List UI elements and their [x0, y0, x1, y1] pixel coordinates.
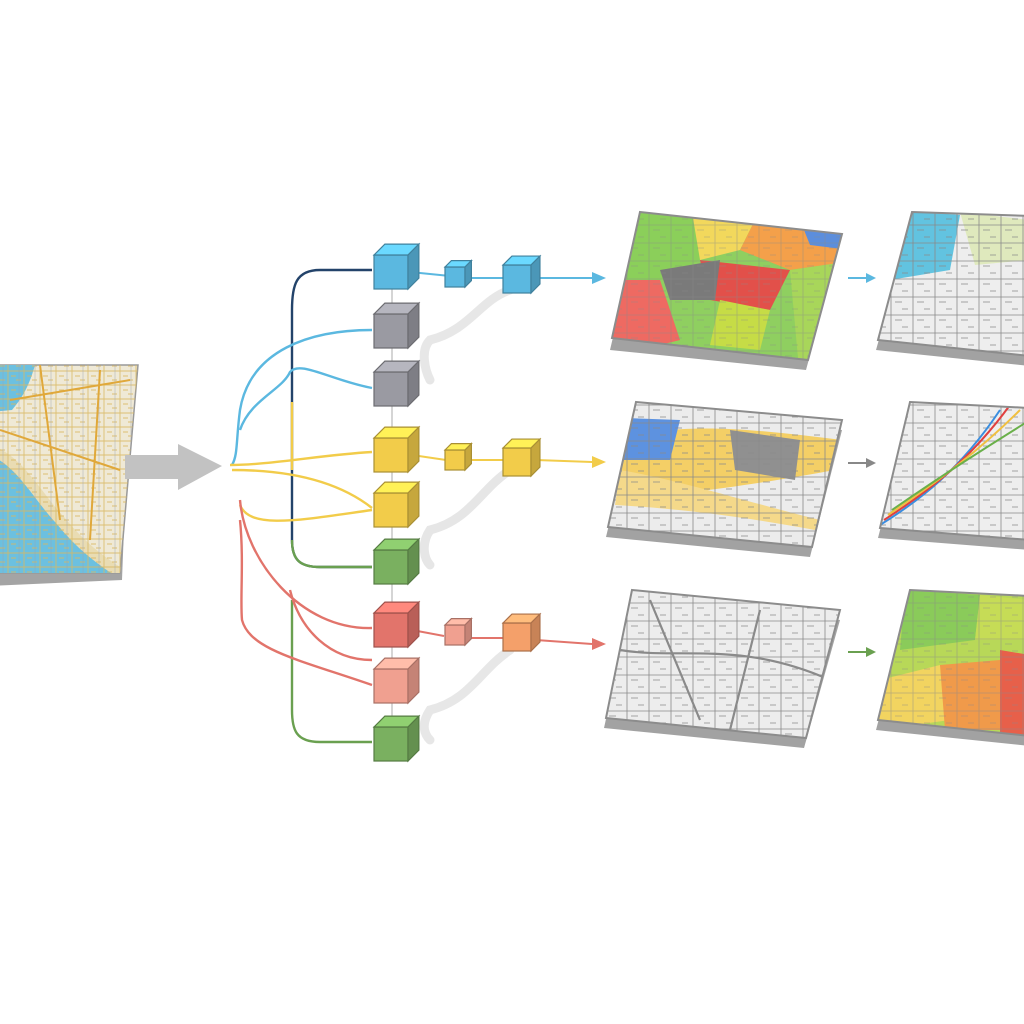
output-map-heat-band	[606, 400, 844, 557]
connector-curves	[229, 268, 373, 744]
input-city-map	[0, 364, 139, 586]
connector-arrow-top	[848, 273, 876, 283]
node-cube-bottom-feeder-1	[372, 656, 421, 705]
faded-link-shadows	[419, 285, 515, 745]
arrow-head-icon	[592, 272, 606, 284]
node-cubes	[372, 242, 542, 763]
node-cube-middle-small	[443, 442, 473, 472]
node-cube-middle-main	[372, 425, 421, 474]
output-map-zoned-colored	[610, 210, 844, 370]
node-cube-bottom-small	[443, 617, 473, 647]
node-cube-bottom-medium	[501, 612, 542, 653]
node-cube-bottom-feeder-2	[372, 714, 421, 763]
node-cube-top-feeder-2	[372, 359, 421, 408]
node-cube-top-medium	[501, 254, 542, 295]
arrow-head-icon	[592, 456, 606, 468]
arrow-head-icon	[592, 638, 606, 650]
output-map-route-lines	[878, 400, 1024, 550]
node-cube-top-main	[372, 242, 421, 291]
output-map-gray-blue-zone	[876, 210, 1024, 366]
connector-arrow-bottom	[848, 647, 876, 657]
node-cube-top-feeder-1	[372, 301, 421, 350]
branch-middle-line	[411, 454, 606, 468]
node-cube-middle-feeder-1	[372, 480, 421, 529]
output-map-gray-streets	[604, 588, 842, 748]
node-cube-middle-feeder-2	[372, 537, 421, 586]
connector-arrow-middle	[848, 458, 876, 468]
output-map-zoned-gradient	[876, 588, 1024, 746]
node-cube-bottom-main	[372, 600, 421, 649]
node-cube-top-small	[443, 259, 473, 289]
node-cube-middle-medium	[501, 437, 542, 478]
input-arrow-icon	[125, 444, 222, 490]
